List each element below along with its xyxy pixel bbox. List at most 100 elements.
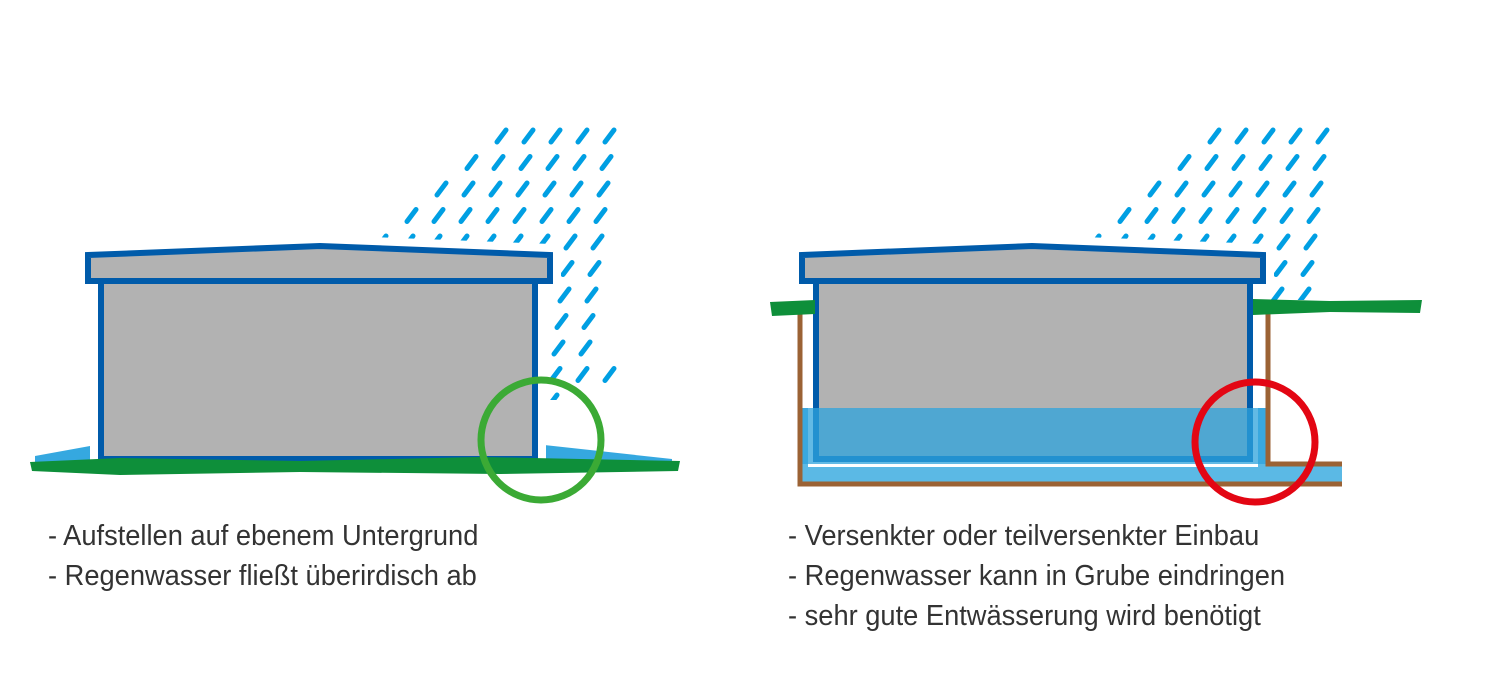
rain-drop [1099,127,1114,145]
rain-drop [551,339,566,357]
highlight-circle-bad [1191,378,1319,506]
rain-drop [578,339,593,357]
rain-drop [590,233,605,251]
rain-drop [1270,286,1285,300]
rain-drop [1180,127,1195,145]
garage-roof [799,242,1266,284]
rain-drop [356,183,365,195]
grass-strip [30,457,680,475]
rain-drop [593,207,608,224]
rain-drop [1174,180,1189,198]
caption-right: - Versenkter oder teilversenkter Einbau … [788,516,1285,636]
rain-drop [458,207,473,224]
caption-line: - Versenkter oder teilversenkter Einbau [788,520,1260,552]
rain-drop [464,154,479,171]
rain-drop [332,157,341,169]
rain-drop [491,154,506,171]
rain-drop [329,183,338,195]
rain-drop [1171,207,1186,224]
pit-outline [797,310,1342,487]
caption-line: - sehr gute Entwässerung wird benötigt [788,600,1261,632]
rain-drop [1153,127,1168,145]
rain-drop [1303,233,1318,251]
rain-drop [1252,207,1267,224]
rain-drop [518,154,533,171]
rain-drop [1120,180,1135,198]
rain-drop [1045,157,1054,169]
rain-drop [305,157,314,169]
rain-drop [602,366,617,383]
rain-drop [584,286,599,304]
rain-drop [370,154,371,171]
rain-drop [1207,127,1222,145]
rain-drop [1126,127,1141,145]
rain-drop [1279,207,1294,224]
rain-drop [386,127,401,145]
rain-drop [308,130,317,142]
grass-right [1253,299,1422,315]
rain-drop [434,180,449,198]
rain-drop [539,207,554,224]
rain-drop [1090,207,1105,224]
rain-drop [353,210,362,222]
rain-drop [383,154,398,171]
rain-drop [1201,180,1216,198]
rain-drop [467,127,482,145]
rain-drop [1012,210,1021,222]
rain-drop [1066,210,1075,222]
rain-drop [599,154,614,171]
rain-drop [575,127,590,145]
garage-roof [85,242,553,284]
rain-drop [1258,154,1273,171]
garage-body [98,278,538,462]
rain-drop [545,392,560,400]
rain-drop [563,233,578,251]
rain-drop [542,180,557,198]
rain-drop [575,366,590,383]
rain-drop [1069,183,1078,195]
rain-drop [587,260,602,277]
rain-drop [548,127,563,145]
rain-drop [488,180,503,198]
rain-drop [1231,154,1246,171]
garage-left [77,234,561,470]
rain-drop [1312,154,1327,171]
right-scene [770,127,1422,506]
rain-drop [1117,207,1132,224]
rain-drop [370,127,374,145]
rain-drop [572,154,587,171]
rain-drop [557,286,572,304]
highlight-circle-good [477,376,605,504]
rain-drop [335,130,344,142]
rain-drop [1177,154,1192,171]
rain-drop [1285,154,1300,171]
rain-drop [1309,180,1324,198]
rain-drop [299,210,308,222]
rain-drop [1150,154,1165,171]
rain-drop [521,127,536,145]
rain-drop [560,260,575,277]
rain-drop [602,127,617,145]
rain-drop [437,154,452,171]
rain-drop [1276,233,1291,251]
rain-drop [1083,127,1087,145]
rain-drop [407,180,422,198]
rain-drop [1096,154,1111,171]
rain-drop [515,180,530,198]
rain-drop [1234,127,1249,145]
rain-drop [545,154,560,171]
rain-drop [494,127,509,145]
rain-drop [566,207,581,224]
rain-drop [410,154,425,171]
rain-drop [1198,207,1213,224]
rain-drop [485,207,500,224]
caption-line: - Regenwasser kann in Grube eindringen [788,560,1286,592]
rain-drop [1228,180,1243,198]
rain-drop [1297,286,1312,300]
rain-drop [380,180,395,198]
caption-left: - Aufstellen auf ebenem Untergrund - Reg… [48,516,478,596]
rain-drop [404,207,419,224]
rain-drop [1261,127,1276,145]
rain-drop [377,207,392,224]
